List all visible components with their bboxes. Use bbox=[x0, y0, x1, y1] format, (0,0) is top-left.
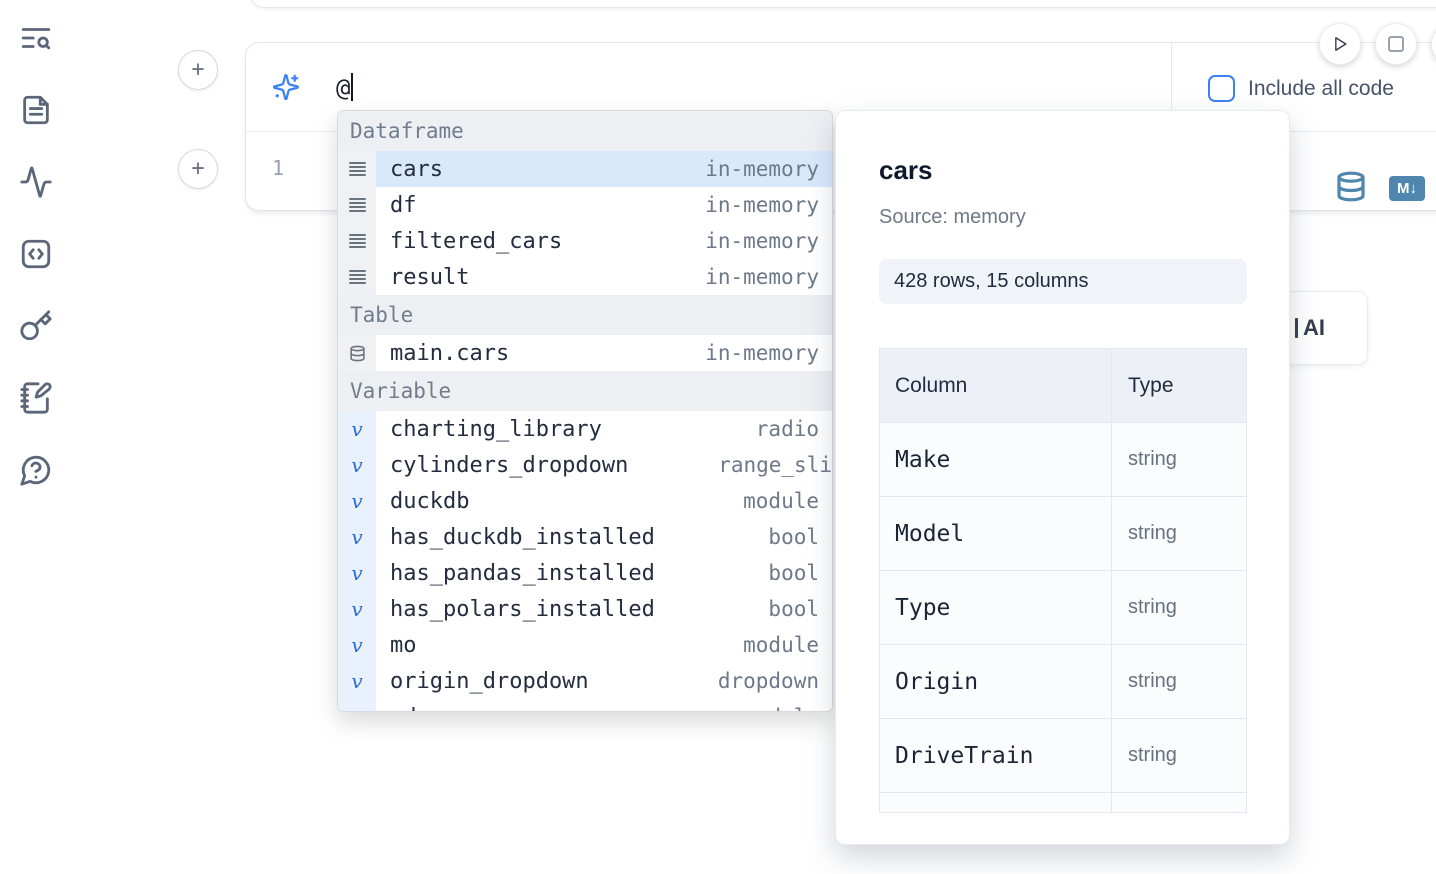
rows-icon bbox=[348, 196, 366, 214]
rows-icon bbox=[348, 268, 366, 286]
section-header-dataframe: Dataframe bbox=[338, 111, 832, 151]
schema-header-row: Column Type bbox=[880, 349, 1246, 423]
sparkles-icon bbox=[271, 72, 301, 102]
completion-item-pd[interactable]: v pdmodule bbox=[338, 699, 832, 711]
code-snippet-icon[interactable] bbox=[19, 237, 53, 271]
document-icon[interactable] bbox=[19, 93, 53, 127]
dataframe-preview-panel: cars Source: memory 428 rows, 15 columns… bbox=[835, 110, 1290, 845]
shape-badge: 428 rows, 15 columns bbox=[879, 259, 1247, 304]
variable-icon: v bbox=[351, 417, 363, 441]
schema-row: Model string bbox=[880, 497, 1246, 571]
schema-row: Origin string bbox=[880, 645, 1246, 719]
database-icon bbox=[349, 345, 366, 362]
run-cell-button[interactable] bbox=[1319, 23, 1361, 65]
variable-icon: v bbox=[351, 597, 363, 621]
ai-prompt-value: @ bbox=[336, 73, 354, 102]
schema-row: Make string bbox=[880, 423, 1246, 497]
add-cell-button[interactable]: + bbox=[178, 50, 218, 90]
rows-icon bbox=[348, 160, 366, 178]
include-all-code-checkbox[interactable] bbox=[1208, 75, 1235, 102]
activity-icon[interactable] bbox=[19, 165, 53, 199]
schema-row-clipped bbox=[880, 793, 1246, 812]
convert-to-sql-button[interactable] bbox=[1335, 170, 1367, 203]
sparkle-icon bbox=[1295, 318, 1298, 338]
convert-to-markdown-button[interactable]: M↓ bbox=[1389, 176, 1425, 201]
panel-source: Source: memory bbox=[879, 206, 1026, 228]
include-all-code-label: Include all code bbox=[1248, 77, 1394, 100]
variable-icon: v bbox=[351, 525, 363, 549]
text-caret bbox=[351, 73, 354, 101]
previous-cell-edge bbox=[250, 0, 1436, 8]
notebook-pen-icon[interactable] bbox=[19, 381, 53, 415]
line-number: 1 bbox=[272, 156, 285, 180]
add-cell-button[interactable]: + bbox=[178, 149, 218, 189]
key-icon[interactable] bbox=[19, 309, 53, 343]
panel-title: cars bbox=[879, 155, 933, 185]
schema-row: DriveTrain string bbox=[880, 719, 1246, 793]
variable-icon: v bbox=[351, 561, 363, 585]
help-chat-icon[interactable] bbox=[19, 453, 53, 487]
variable-icon: v bbox=[351, 489, 363, 513]
include-code-area: Include all code bbox=[1171, 43, 1436, 131]
stop-cell-button[interactable] bbox=[1375, 23, 1417, 65]
section-header-table: Table bbox=[338, 295, 832, 335]
variable-icon: v bbox=[351, 453, 363, 477]
schema-row: Type string bbox=[880, 571, 1246, 645]
play-icon bbox=[1335, 37, 1347, 51]
text-search-icon[interactable] bbox=[19, 21, 53, 55]
section-header-variable: Variable bbox=[338, 371, 832, 411]
schema-table: Column Type Make string Model string Typ… bbox=[879, 348, 1247, 813]
variable-icon: v bbox=[351, 669, 363, 693]
variable-icon: v bbox=[351, 705, 362, 711]
generate-with-ai-button[interactable]: AI bbox=[1284, 291, 1368, 365]
variable-icon: v bbox=[351, 633, 363, 657]
rows-icon bbox=[348, 232, 366, 250]
square-icon bbox=[1388, 36, 1404, 52]
